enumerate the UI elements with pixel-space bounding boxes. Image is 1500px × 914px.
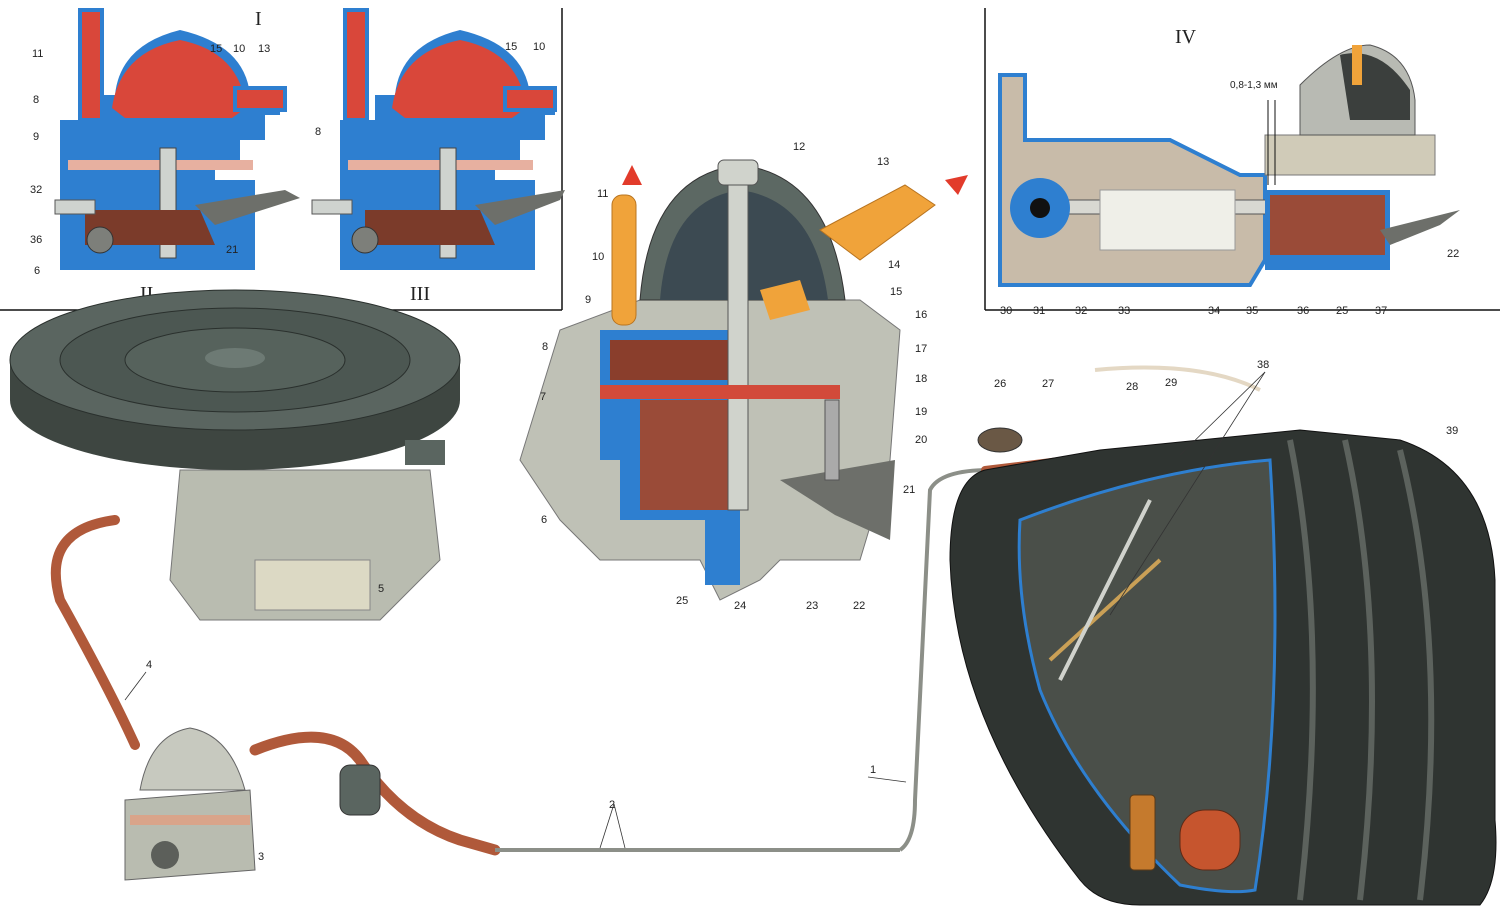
callout: 8 [542,341,548,353]
panel-label-IV: IV [1175,26,1197,48]
callout: 36 [30,234,42,246]
callout: 29 [1165,377,1177,389]
callout: 37 [1375,305,1387,317]
callout: 13 [877,156,889,168]
fuel-lines [50,365,1261,856]
callout: 15 [505,41,517,53]
callout: 22 [853,600,865,612]
callout: 35 [1246,305,1258,317]
fuel-pump [124,727,256,881]
callout: 31 [1033,305,1045,317]
callout: 11 [597,188,608,200]
callouts-panel-4: 30 31 32 33 34 35 36 25 37 22 [1000,248,1459,317]
callout: 21 [226,244,238,256]
pump-cutaway [519,159,968,601]
callout: 24 [734,600,746,612]
callout: 13 [258,43,270,55]
callout: 25 [676,595,688,607]
pump-section-suction [54,8,300,270]
leader-lines [124,371,1266,849]
fuel-tank [949,427,1497,906]
callout: 19 [915,406,927,418]
air-filter-carburetor [9,289,461,621]
callout: 15 [210,43,222,55]
callouts-tank: 26 27 28 29 38 39 [994,359,1458,437]
callouts-line: 4 3 2 1 [146,659,876,863]
callout: 5 [378,583,384,595]
callout: 16 [915,309,927,321]
callout: 22 [1447,248,1459,260]
callout: 20 [915,434,927,446]
callout: 6 [34,265,40,277]
callout: 2 [609,799,615,811]
callout: 4 [146,659,152,671]
callout: 7 [540,391,546,403]
callout: 38 [1257,359,1269,371]
callout: 10 [592,251,604,263]
callout: 3 [258,851,264,863]
callout: 30 [1000,305,1012,317]
callout: 28 [1126,381,1138,393]
callout: 23 [806,600,818,612]
callout: 10 [233,43,245,55]
callout: 26 [994,378,1006,390]
callout: 9 [33,131,39,143]
callout: 32 [30,184,42,196]
clearance-dimension: 0,8-1,3 мм [1230,80,1278,91]
callout: 39 [1446,425,1458,437]
callouts-panel-1: 11 8 9 32 36 6 15 10 13 21 15 10 8 [30,41,545,277]
callout: 33 [1118,305,1130,317]
callout: 8 [315,126,321,138]
callout: 9 [585,294,591,306]
callout: 34 [1208,305,1220,317]
callout: 36 [1297,305,1309,317]
callouts-center: 11 12 13 10 9 8 7 6 14 15 16 17 18 19 20… [540,141,927,612]
callout: 11 [32,48,43,60]
callout: 25 [1336,305,1348,317]
callout: 10 [533,41,545,53]
pump-section-delivery [311,8,565,270]
callout: 1 [870,764,876,776]
panel-label-III: III [410,283,430,305]
callout: 15 [890,286,902,298]
callout: 12 [793,141,805,153]
panel-label-I: I [255,8,262,30]
callout: 14 [888,259,900,271]
callout: 18 [915,373,927,385]
callout: 21 [903,484,915,496]
callout: 8 [33,94,39,106]
lever-mechanism [998,44,1460,287]
callout: 17 [915,343,927,355]
callout: 32 [1075,305,1087,317]
callout: 6 [541,514,547,526]
callout: 27 [1042,378,1054,390]
